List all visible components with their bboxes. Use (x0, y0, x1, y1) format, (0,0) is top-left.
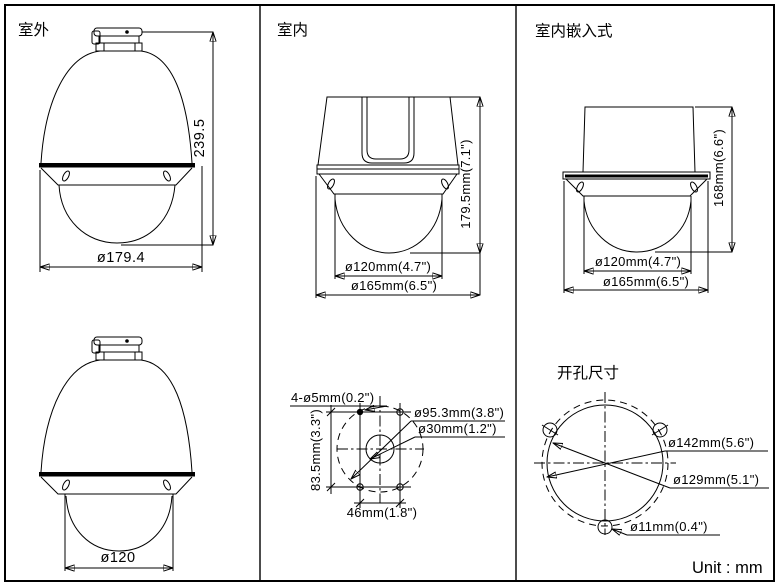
screw-hole-br (396, 483, 404, 491)
skirt-ear-right (163, 170, 171, 182)
dim-hole-spacing-h: 46mm(1.8") (347, 492, 417, 520)
flange-band (565, 174, 708, 178)
leader-outer-circle-label: ø142mm(5.6") (668, 435, 754, 450)
panel-indoor-label: 室内 (277, 21, 308, 39)
dim-hole-spacing-v-label: 83.5mm(3.3") (308, 409, 323, 491)
skirt-ear-left (576, 181, 584, 193)
dim-hole-spacing-h-label: 46mm(1.8") (347, 505, 417, 520)
dim-recessed-dome-diameter: ø120mm(4.7") (584, 254, 691, 271)
outdoor-camera-body (39, 27, 195, 186)
dim-outdoor-height: 239.5 (121, 31, 213, 246)
screw-hole-bl (356, 483, 364, 491)
leader-outer-circle: ø142mm(5.6") (547, 435, 768, 477)
skirt-outline (40, 167, 193, 186)
skirt-outline (565, 178, 708, 197)
dim-indoor-dome-diameter-label: ø120mm(4.7") (345, 259, 431, 274)
cutout-hole-tl (542, 422, 558, 438)
bubble-outline-2 (65, 495, 173, 552)
skirt-ear-left (62, 170, 70, 182)
dim-outdoor-height-label: 239.5 (192, 119, 208, 158)
dim-indoor-height: 179.5mm(7.1") (410, 96, 480, 295)
leader-cut-circle: ø129mm(5.1") (553, 443, 769, 489)
dim-outdoor-dome-diameter: ø120 (65, 550, 173, 568)
dim-indoor-dome-diameter: ø120mm(4.7") (335, 259, 442, 276)
leader-center-hole: ø30mm(1.2") (370, 421, 505, 459)
dim-recessed-height-label: 168mm(6.6") (711, 129, 726, 207)
slot-inner (366, 97, 410, 160)
flange (562, 171, 711, 180)
cutout-title: 开孔尺寸 (557, 364, 619, 382)
bubble-outline (334, 198, 443, 254)
dim-recessed-base-diameter: ø165mm(6.5") (563, 181, 709, 293)
skirt-outline (318, 173, 458, 195)
mounting-base-drawing: 83.5mm(3.3") 46mm(1.8") 4-ø5mm(0.2") ø95… (290, 390, 505, 520)
body-outline (317, 96, 459, 166)
dim-hole-spacing-v: 83.5mm(3.3") (308, 405, 352, 494)
cut-circle (546, 404, 664, 522)
dim-indoor-base-diameter-label: ø165mm(6.5") (351, 278, 437, 293)
recessed-camera-body (562, 106, 711, 274)
screw-hole-tr (396, 408, 404, 416)
mount-cap (93, 27, 143, 37)
outer-border (4, 4, 775, 582)
leader-screw-hole-label: ø11mm(0.4") (630, 519, 708, 534)
panel-outdoor-label: 室外 (18, 21, 49, 39)
dim-indoor-height-label: 179.5mm(7.1") (458, 139, 473, 228)
cutout-drawing: 开孔尺寸 ø142mm(5.6") ø129mm(5.1") ø11mm(0.4… (534, 364, 769, 535)
leader-bolt-circle-label: ø95.3mm(3.8") (414, 405, 504, 420)
leader-screw-hole: ø11mm(0.4") (612, 519, 720, 535)
body-outline (582, 106, 696, 173)
leader-screw-holes: 4-ø5mm(0.2") (290, 390, 388, 410)
skirt-band (39, 163, 195, 168)
dim-recessed-height: 168mm(6.6") (655, 106, 732, 253)
slot-outer (361, 97, 415, 164)
mount-mid (98, 35, 140, 44)
leader-cut-circle-label: ø129mm(5.1") (673, 472, 759, 487)
outdoor-camera-body-2 (38, 336, 196, 495)
cutout-hole-bottom (597, 519, 613, 535)
cutout-hole-tr (652, 422, 668, 438)
bubble-outline (58, 184, 176, 244)
bubble-outline (583, 200, 692, 253)
dim-outdoor-diameter: ø179.4 (39, 166, 203, 272)
dim-recessed-dome-diameter-label: ø120mm(4.7") (595, 254, 681, 269)
screw-hole-tl (356, 408, 364, 416)
outdoor-camera-bubble-2 (64, 494, 174, 571)
dim-outdoor-dome-diameter-label: ø120 (100, 550, 135, 566)
panel-indoor-recessed-label: 室内嵌入式 (535, 22, 613, 40)
dim-recessed-base-diameter-label: ø165mm(6.5") (603, 274, 689, 289)
skirt-ear-right (441, 178, 449, 190)
mount-screw (125, 30, 129, 34)
leader-center-hole-label: ø30mm(1.2") (418, 421, 497, 436)
dim-indoor-base-diameter: ø165mm(6.5") (315, 176, 480, 298)
indoor-camera-body (316, 96, 460, 279)
leader-screw-holes-label: 4-ø5mm(0.2") (291, 390, 374, 405)
unit-note: Unit : mm (692, 559, 763, 577)
dome-outline (40, 50, 193, 164)
skirt-ear-right (690, 181, 698, 193)
dim-outdoor-diameter-label: ø179.4 (97, 250, 145, 266)
leader-bolt-circle: ø95.3mm(3.8") (351, 405, 505, 479)
skirt-ear-left (327, 178, 335, 190)
